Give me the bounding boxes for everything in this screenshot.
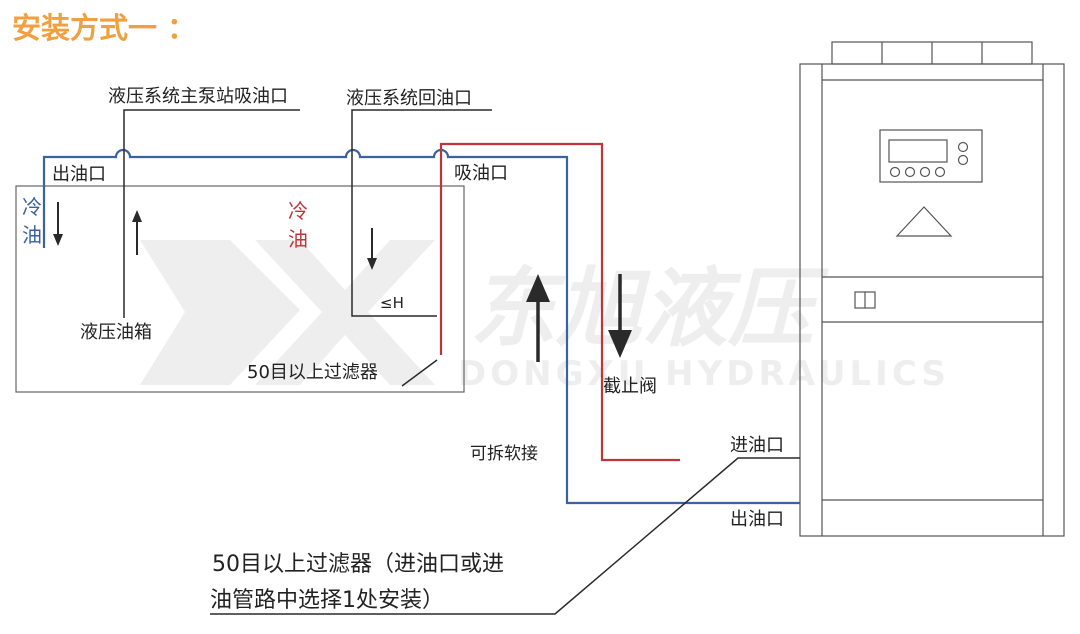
label-cold-oil-blue-char2: 油 — [22, 223, 42, 247]
watermark-brand-en: DONGXU HYDRAULICS — [458, 354, 950, 394]
return-pipe — [351, 109, 492, 317]
label-pump-suction: 液压系统主泵站吸油口 — [108, 86, 288, 107]
label-hydraulic-tank: 液压油箱 — [80, 322, 152, 343]
blue-oil-line — [42, 148, 800, 505]
unit-control-button — [889, 166, 901, 178]
unit-control-panel — [879, 129, 983, 183]
hydraulic-tank — [15, 185, 465, 393]
label-unit-outlet: 出油口 — [730, 509, 784, 530]
unit-inlet-pipe — [210, 457, 800, 615]
arrow-down-large-icon — [608, 274, 632, 358]
label-unit-inlet: 进油口 — [730, 435, 784, 456]
arrow-down-icon — [53, 202, 63, 246]
label-filter-note-line2: 油管路中选择1处安装） — [210, 588, 444, 613]
arrow-down-icon — [367, 228, 377, 270]
arrow-up-large-icon — [526, 274, 550, 362]
label-cold-oil-blue-char1: 冷 — [22, 195, 42, 219]
unit-cabinet — [799, 63, 1065, 537]
unit-display-screen — [888, 139, 948, 163]
page-title: 安装方式一 ： — [12, 11, 196, 45]
watermark-brand-cn: 东旭液压 — [470, 259, 829, 359]
unit-indicator-light — [957, 154, 969, 166]
chiller-unit — [799, 41, 1065, 537]
label-shutoff-valve: 截止阀 — [603, 376, 657, 397]
label-height: ≤H — [380, 294, 404, 312]
label-system-return: 液压系统回油口 — [346, 88, 472, 109]
label-cold-oil-blue: 冷 油 — [22, 195, 48, 247]
unit-control-button — [934, 166, 946, 178]
label-filter-note-line1: 50目以上过滤器（进油口或进 — [212, 552, 504, 577]
unit-control-button — [904, 166, 916, 178]
filter-leader-line — [401, 359, 438, 387]
watermark-logo — [140, 240, 435, 385]
red-oil-line — [439, 142, 680, 462]
label-cold-oil-red-char2: 油 — [288, 227, 308, 251]
label-tank-suction: 吸油口 — [454, 163, 508, 184]
label-flexible-joint: 可拆软接 — [470, 444, 538, 464]
label-tank-filter: 50目以上过滤器 — [247, 362, 378, 383]
watermark: 东旭液压 DONGXU HYDRAULICS — [140, 240, 950, 394]
unit-warning-triangle — [895, 206, 953, 237]
arrow-up-icon — [132, 210, 142, 255]
label-cold-oil-red-char1: 冷 — [288, 199, 308, 223]
unit-indicator-light — [957, 141, 969, 153]
label-cold-oil-red: 冷 油 — [288, 199, 314, 251]
pump-suction-pipe — [123, 109, 300, 318]
unit-control-button — [919, 166, 931, 178]
label-tank-outlet: 出油口 — [52, 164, 106, 185]
